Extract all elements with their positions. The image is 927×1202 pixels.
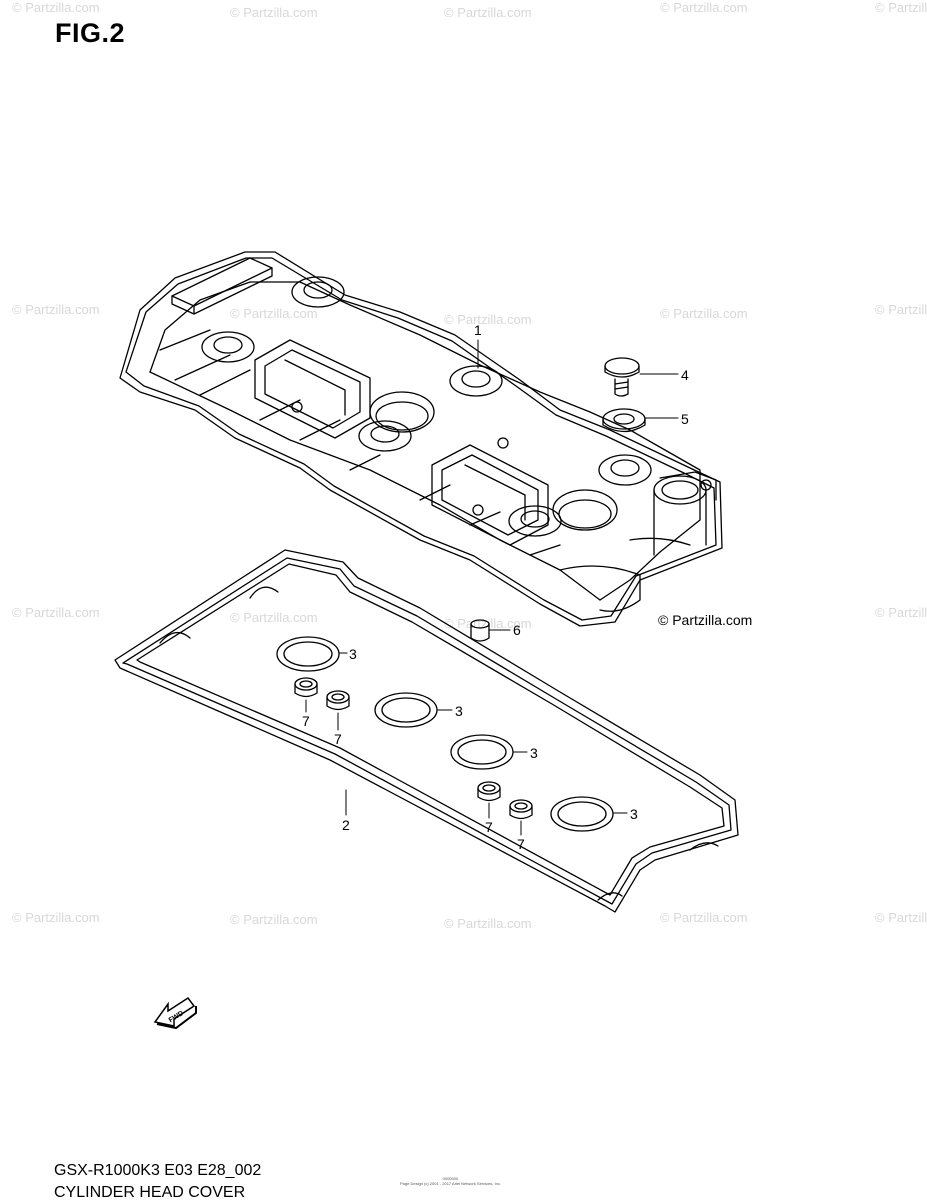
cylinder-head-cover[interactable] <box>119 251 723 627</box>
watermark: © Partzilla.com <box>444 616 532 631</box>
watermark: © Partzilla.com <box>875 910 927 925</box>
callout-label: 1 <box>474 322 482 338</box>
watermark: © Partzilla.com <box>875 0 927 15</box>
copyright-line: Page Design (c) 2001 - 2017 Ariel Networ… <box>400 1181 501 1186</box>
watermark: © Partzilla.com <box>444 5 532 20</box>
cover-gasket[interactable] <box>114 549 739 913</box>
watermark: © Partzilla.com <box>12 302 100 317</box>
plug-seal-o-ring[interactable] <box>276 636 340 672</box>
callout-label: 5 <box>681 411 689 427</box>
plug-seal-o-ring[interactable] <box>550 796 614 832</box>
watermark: © Partzilla.com <box>12 0 100 15</box>
callout-label: 7 <box>517 836 525 852</box>
dowel-pin[interactable] <box>470 619 490 642</box>
callout-label: 4 <box>681 367 689 383</box>
leader-lines <box>305 339 679 836</box>
callout-label: 3 <box>530 745 538 761</box>
callout-label: 7 <box>485 819 493 835</box>
plug-seal-o-ring[interactable] <box>374 692 438 728</box>
watermark: © Partzilla.com <box>875 605 927 620</box>
watermark: © Partzilla.com <box>230 306 318 321</box>
watermark: © Partzilla.com <box>875 302 927 317</box>
grommet-boss <box>201 276 652 537</box>
cover-bolt[interactable] <box>604 357 640 397</box>
section-title: CYLINDER HEAD COVER <box>54 1184 246 1201</box>
watermark: © Partzilla.com <box>12 910 100 925</box>
watermark: © Partzilla.com <box>444 916 532 931</box>
figure-title: FIG.2 <box>55 18 126 48</box>
small-seal[interactable] <box>477 781 501 802</box>
copyright-line: 0000000 <box>442 1176 459 1181</box>
callout-label: 7 <box>334 731 342 747</box>
plug-seal-o-ring[interactable] <box>450 734 514 770</box>
watermark: © Partzilla.com <box>230 912 318 927</box>
watermark: © Partzilla.com <box>12 605 100 620</box>
watermark: © Partzilla.com <box>230 5 318 20</box>
watermark: © Partzilla.com <box>660 910 748 925</box>
callout-label: 2 <box>342 817 350 833</box>
small-seal[interactable] <box>509 799 533 820</box>
watermark: © Partzilla.com <box>230 610 318 625</box>
callout-label: 7 <box>302 713 310 729</box>
callout-label: 6 <box>513 622 521 638</box>
small-seal[interactable] <box>294 677 318 698</box>
diagram-credit: © Partzilla.com <box>658 612 753 628</box>
watermark: © Partzilla.com <box>660 306 748 321</box>
copyright-notice: 0000000 Page Design (c) 2001 - 2017 Arie… <box>400 1176 501 1186</box>
model-code: GSX-R1000K3 E03 E28_002 <box>54 1162 262 1179</box>
small-seal[interactable] <box>326 690 350 711</box>
watermark: © Partzilla.com <box>444 312 532 327</box>
callout-label: 3 <box>349 646 357 662</box>
callout-label: 3 <box>455 703 463 719</box>
forward-arrow-icon: FWD <box>153 996 197 1030</box>
callout-label: 3 <box>630 806 638 822</box>
watermark: © Partzilla.com <box>660 0 748 15</box>
bolt-washer[interactable] <box>602 408 646 433</box>
